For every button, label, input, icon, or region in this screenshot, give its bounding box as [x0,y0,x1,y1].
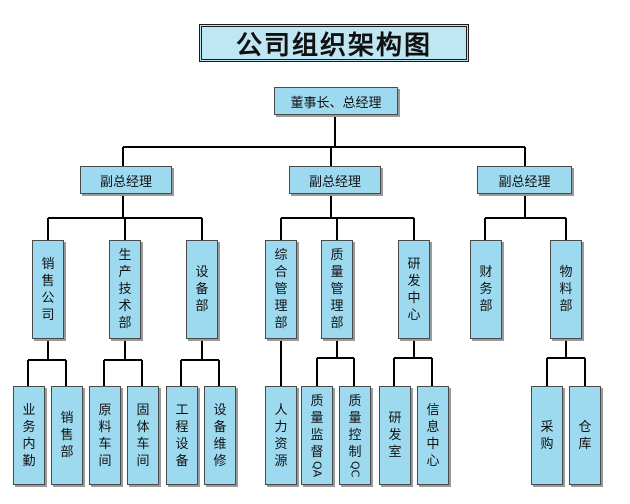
node-dept-admin: 综合管理部 [265,240,297,339]
node-dept-finance: 财务部 [470,240,502,339]
node-unit-solid-workshop: 固体车间 [127,386,159,485]
chart-title: 公司组织架构图 [199,24,469,62]
node-dept-sales: 销售公司 [32,240,64,339]
node-unit-engineering-equipment: 工程设备 [166,386,198,485]
node-unit-sales-dept: 销售部 [51,386,83,485]
node-unit-equipment-maintenance: 设备维修 [204,386,236,485]
node-dept-production: 生产技术部 [109,240,141,339]
node-dept-materials: 物料部 [550,240,582,339]
node-unit-research-lab: 研发室 [379,386,411,485]
node-dept-equipment: 设备部 [186,240,218,339]
node-root: 董事长、总经理 [274,87,398,115]
node-dept-rnd: 研发中心 [398,240,430,339]
node-dept-quality: 质量管理部 [321,240,353,339]
node-unit-hr: 人力资源 [265,386,297,485]
node-unit-warehouse: 仓库 [569,386,601,485]
node-vp-1: 副总经理 [80,166,172,194]
node-unit-purchasing: 采购 [531,386,563,485]
node-unit-info-center: 信息中心 [417,386,449,485]
node-vp-3: 副总经理 [477,166,572,194]
node-unit-raw-material-workshop: 原料车间 [89,386,121,485]
node-unit-business-support: 业务内勤 [13,386,45,485]
node-vp-2: 副总经理 [289,166,381,194]
